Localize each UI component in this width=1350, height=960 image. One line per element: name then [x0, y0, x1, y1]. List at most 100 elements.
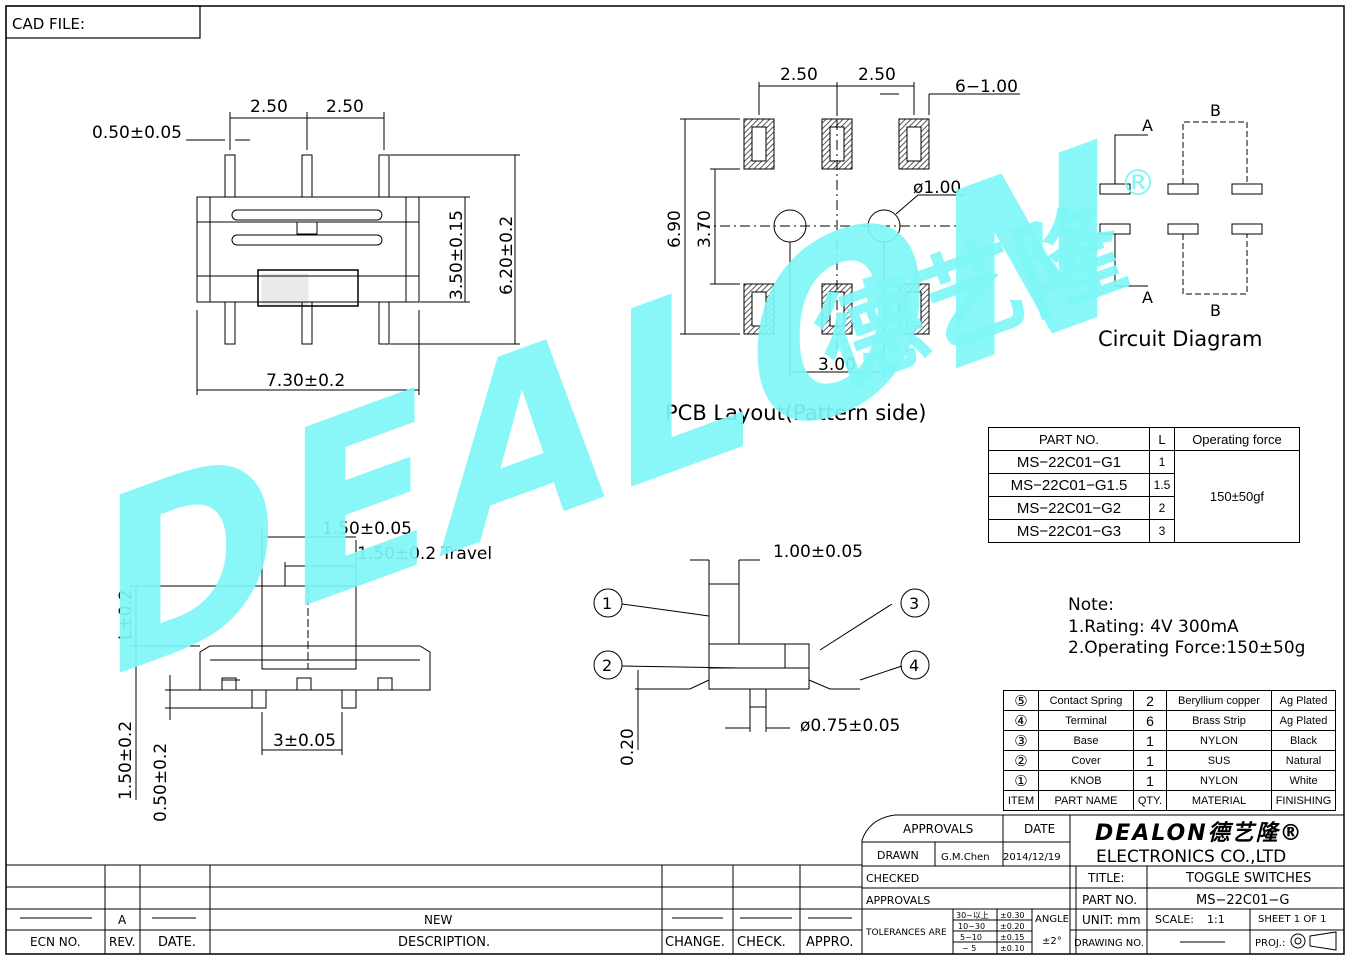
- bom-item: ⑤: [1003, 690, 1039, 711]
- header-appro: APPRO.: [806, 935, 853, 950]
- bom-header-item: ITEM: [1003, 790, 1039, 811]
- bom-material: NYLON: [1166, 770, 1272, 791]
- tb-angle-value: ±2°: [1042, 936, 1062, 947]
- callout-1-circle: [593, 588, 623, 618]
- tb-drawn-by: G.M.Chen: [941, 852, 990, 863]
- part-no-4: MS−22C01−G3: [988, 519, 1150, 543]
- part-l-3: 2: [1149, 496, 1175, 520]
- sheet-border: [5, 5, 1345, 955]
- part-no-1: MS−22C01−G1: [988, 450, 1150, 474]
- bom-finish: White: [1271, 770, 1336, 791]
- side-height-2: 0.50±0.2: [151, 743, 171, 822]
- bom-table: ⑤ Contact Spring 2 Beryllium copper Ag P…: [1003, 690, 1336, 811]
- header-description: DESCRIPTION.: [398, 935, 490, 950]
- bom-header-qty: QTY.: [1133, 790, 1167, 811]
- part-l-4: 3: [1149, 519, 1175, 543]
- tb-scale-label: SCALE:: [1155, 913, 1194, 926]
- bom-row: ① KNOB 1 NYLON White: [1003, 770, 1336, 791]
- pcb-outer-height: 6.90: [665, 210, 685, 248]
- rev-letter: A: [118, 913, 127, 927]
- callout-1-number: 1: [602, 594, 612, 613]
- col-part-no: PART NO.: [988, 427, 1150, 451]
- bom-item: ①: [1003, 770, 1039, 791]
- bom-finish: Ag Plated: [1271, 690, 1336, 711]
- part-l-1: 1: [1149, 450, 1175, 474]
- pcb-layout: [680, 82, 1020, 378]
- bom-material: SUS: [1166, 750, 1272, 771]
- tol-val-4: ±0.10: [1000, 944, 1025, 953]
- pcb-pitch-1: 2.50: [780, 65, 818, 85]
- dim-pin-width: 0.50±0.05: [92, 123, 182, 143]
- note-2: 2.Operating Force:150±50g: [1068, 638, 1305, 658]
- bom-qty: 6: [1133, 710, 1167, 731]
- tb-sheet: SHEET 1 OF 1: [1258, 914, 1327, 925]
- tb-checked: CHECKED: [866, 872, 919, 885]
- rev-desc: NEW: [424, 913, 453, 927]
- tb-title: TOGGLE SWITCHES: [1185, 871, 1311, 886]
- tb-title-label: TITLE:: [1087, 871, 1125, 885]
- bom-qty: 1: [1133, 750, 1167, 771]
- part-force: 150±50gf: [1174, 450, 1300, 543]
- side-pin-pitch: 3±0.05: [273, 731, 336, 751]
- col-l: L: [1149, 427, 1175, 451]
- circuit-caption: Circuit Diagram: [1098, 327, 1262, 351]
- side-knob-width: 1.50±0.05: [322, 519, 412, 539]
- tol-range-1: 30~以上: [956, 911, 989, 920]
- cad-file-label: CAD FILE:: [12, 15, 85, 33]
- pcb-caption: PCB Layout(Pattern side): [665, 401, 926, 425]
- tb-approvals-2: APPROVALS: [866, 894, 930, 907]
- callout-4-number: 4: [909, 656, 919, 675]
- tol-range-4: ~ 5: [962, 944, 976, 953]
- tb-proj: PROJ.:: [1255, 938, 1285, 949]
- tb-logo: DEALON德艺隆®: [1095, 821, 1304, 846]
- header-rev: REV.: [109, 935, 135, 949]
- part-number-table: PART NO. L Operating force MS−22C01−G1 1…: [988, 427, 1300, 543]
- pcb-inner-height: 3.70: [695, 210, 715, 248]
- dim-body-width: 7.30±0.2: [266, 371, 345, 391]
- tol-val-2: ±0.20: [1000, 922, 1025, 931]
- bom-qty: 1: [1133, 770, 1167, 791]
- tb-angle: ANGLE: [1035, 914, 1069, 925]
- bom-part: Base: [1038, 730, 1134, 751]
- part-no-3: MS−22C01−G2: [988, 496, 1150, 520]
- circuit-diagram: [1099, 121, 1263, 295]
- cad-file-box: [5, 5, 201, 39]
- bom-finish: Ag Plated: [1271, 710, 1336, 731]
- bom-header-part: PART NAME: [1038, 790, 1134, 811]
- bom-qty: 2: [1133, 690, 1167, 711]
- bom-row: ③ Base 1 NYLON Black: [1003, 730, 1336, 751]
- bom-finish: Natural: [1271, 750, 1336, 771]
- tol-range-3: 5~10: [960, 933, 982, 942]
- title-block-grid: [6, 814, 1344, 954]
- bom-header-finish: FINISHING: [1271, 790, 1336, 811]
- projection-symbol-icon: [1290, 931, 1337, 951]
- bom-material: Beryllium copper: [1166, 690, 1272, 711]
- pcb-hole-pitch: 3.00: [818, 355, 856, 375]
- col-force: Operating force: [1174, 427, 1300, 451]
- bom-header-material: MATERIAL: [1166, 790, 1272, 811]
- section-view: [621, 559, 903, 750]
- dim-pitch-1: 2.50: [250, 97, 288, 117]
- bom-row: ② Cover 1 SUS Natural: [1003, 750, 1336, 771]
- bom-header-row: ITEM PART NAME QTY. MATERIAL FINISHING: [1003, 790, 1336, 811]
- bom-item: ②: [1003, 750, 1039, 771]
- bom-material: NYLON: [1166, 730, 1272, 751]
- section-knob-width: 1.00±0.05: [773, 542, 863, 562]
- bom-row: ④ Terminal 6 Brass Strip Ag Plated: [1003, 710, 1336, 731]
- bom-finish: Black: [1271, 730, 1336, 751]
- tb-company: ELECTRONICS CO.,LTD: [1096, 847, 1286, 867]
- bom-item: ③: [1003, 730, 1039, 751]
- tb-scale: 1:1: [1207, 913, 1225, 926]
- part-l-2: 1.5: [1149, 473, 1175, 497]
- dim-total-height: 6.20±0.2: [497, 216, 517, 295]
- circuit-b-top: B: [1210, 101, 1221, 120]
- watermark-text: DEALON: [100, 82, 1123, 739]
- part-no-2: MS−22C01−G1.5: [988, 473, 1150, 497]
- header-check: CHECK.: [737, 935, 786, 950]
- bom-part: KNOB: [1038, 770, 1134, 791]
- header-date: DATE.: [158, 935, 196, 950]
- bom-material: Brass Strip: [1166, 710, 1272, 731]
- tb-drawn-date: 2014/12/19: [1003, 852, 1061, 863]
- callout-3-circle: [900, 588, 930, 618]
- callout-4-circle: [900, 650, 930, 680]
